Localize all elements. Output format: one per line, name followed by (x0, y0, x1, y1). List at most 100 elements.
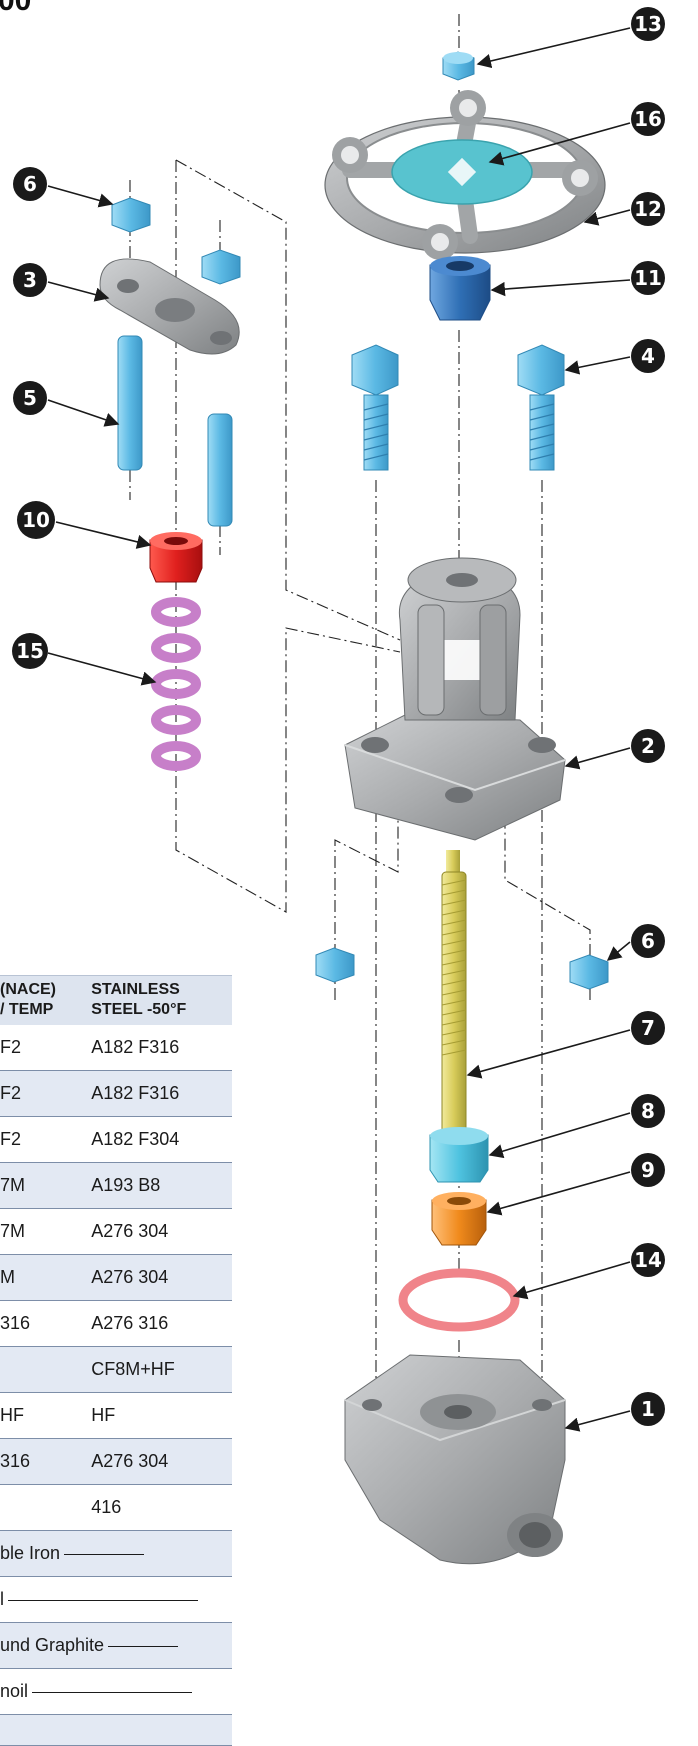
callout-5: 5 (13, 381, 47, 415)
callout-11-label: 11 (634, 266, 662, 290)
gland-flange-part (99, 258, 240, 355)
cell-stainless: A276 316 (89, 1300, 232, 1347)
stem-nut-part (429, 256, 491, 321)
handwheel-part (324, 90, 606, 260)
callout-6-bottom: 6 (631, 924, 665, 958)
callout-14: 14 (631, 1243, 665, 1277)
hex-bolt-icon (517, 344, 565, 471)
stem-part (441, 850, 467, 1153)
cell-nace: 7M (0, 1162, 90, 1209)
callout-12: 12 (631, 192, 665, 226)
span-rule (32, 1691, 193, 1693)
callout-10: 10 (17, 501, 55, 539)
callout-4: 4 (631, 339, 665, 373)
callout-9: 9 (631, 1153, 665, 1187)
backseat-part (429, 1127, 489, 1183)
cell-stainless: HF (89, 1392, 232, 1439)
callout-3-label: 3 (23, 268, 37, 292)
header-nace-line2: / TEMP (0, 1001, 54, 1018)
callout-8-label: 8 (641, 1099, 655, 1123)
callout-1-label: 1 (641, 1397, 655, 1421)
table-row: 416 (0, 1484, 232, 1531)
callout-15-label: 15 (16, 639, 44, 663)
cell-nace: F2 (0, 1116, 90, 1163)
callout-2-label: 2 (641, 734, 655, 758)
cell-stainless: A276 304 (89, 1438, 232, 1485)
callout-14-label: 14 (634, 1248, 662, 1272)
cell-stainless: A182 F316 (89, 1025, 232, 1071)
disc-part (431, 1192, 487, 1246)
callout-11: 11 (631, 261, 665, 295)
header-stainless-line2: STEEL -50°F (91, 1001, 187, 1018)
header-stainless-line1: STAINLESS (91, 981, 180, 998)
callout-9-label: 9 (641, 1158, 655, 1182)
cell-nace: F2 (0, 1025, 90, 1071)
exploded-valve-diagram: 13 16 12 11 4 6 3 5 10 15 2 6 7 8 9 14 1 (12, 7, 665, 1565)
callout-13-label: 13 (634, 12, 662, 36)
header-stainless: STAINLESS STEEL -50°F (89, 975, 232, 1025)
handwheel-nut-icon (442, 51, 475, 81)
span-rule (64, 1553, 145, 1555)
cell-nace: 7M (0, 1208, 90, 1255)
cell-stainless: A276 304 (89, 1208, 232, 1255)
leader-arrows (47, 27, 631, 1432)
table-span-row: und Graphite (0, 1622, 232, 1669)
callout-6-top: 6 (13, 167, 47, 201)
cell-nace: M (0, 1254, 90, 1301)
header-nace: (NACE) / TEMP (0, 975, 90, 1025)
cell-stainless: A276 304 (89, 1254, 232, 1301)
callout-1: 1 (631, 1392, 665, 1426)
hex-nut-icon (111, 197, 151, 233)
table-span-row: l (0, 1576, 232, 1623)
bonnet-part (344, 557, 566, 841)
span-cell-text: noil (0, 1681, 29, 1701)
hex-nut-icon (569, 954, 609, 990)
table-row (0, 1714, 232, 1746)
cell-nace (0, 1484, 90, 1531)
cell-nace: 316 (0, 1300, 90, 1347)
callout-7-label: 7 (641, 1016, 655, 1040)
callout-12-label: 12 (634, 197, 662, 221)
callout-4-label: 4 (641, 344, 655, 368)
callout-13: 13 (631, 7, 665, 41)
span-cell-text: ble Iron (0, 1543, 61, 1563)
cell-nace (0, 1346, 90, 1393)
callout-6-top-label: 6 (23, 172, 37, 196)
callout-16-label: 16 (634, 107, 662, 131)
cell-stainless: A182 F304 (89, 1116, 232, 1163)
table-span-row: noil (0, 1668, 232, 1715)
hex-nut-icon (201, 249, 241, 285)
table-header-row: (NACE) / TEMP STAINLESS STEEL -50°F (0, 975, 232, 1025)
callout-8: 8 (631, 1094, 665, 1128)
cell-nace: HF (0, 1392, 90, 1439)
span-cell-text: l (0, 1589, 4, 1609)
stud-icon (207, 413, 233, 527)
callout-3: 3 (13, 263, 47, 297)
cell-nace: F2 (0, 1070, 90, 1117)
callout-16: 16 (631, 102, 665, 136)
span-cell-text: und Graphite (0, 1635, 105, 1655)
callout-10-label: 10 (22, 508, 50, 532)
page-title-fragment: 00 (0, 0, 32, 17)
span-rule (108, 1645, 179, 1647)
cell-stainless: A182 F316 (89, 1070, 232, 1117)
callout-6-bottom-label: 6 (641, 929, 655, 953)
table-span-row: ble Iron (0, 1530, 232, 1577)
header-nace-line1: (NACE) (0, 981, 56, 998)
gland-part (149, 532, 203, 583)
span-rule (8, 1599, 198, 1601)
hex-nut-icon (315, 947, 355, 983)
gasket-part (398, 1268, 520, 1332)
callout-15: 15 (12, 633, 48, 669)
cell-stainless: A193 B8 (89, 1162, 232, 1209)
